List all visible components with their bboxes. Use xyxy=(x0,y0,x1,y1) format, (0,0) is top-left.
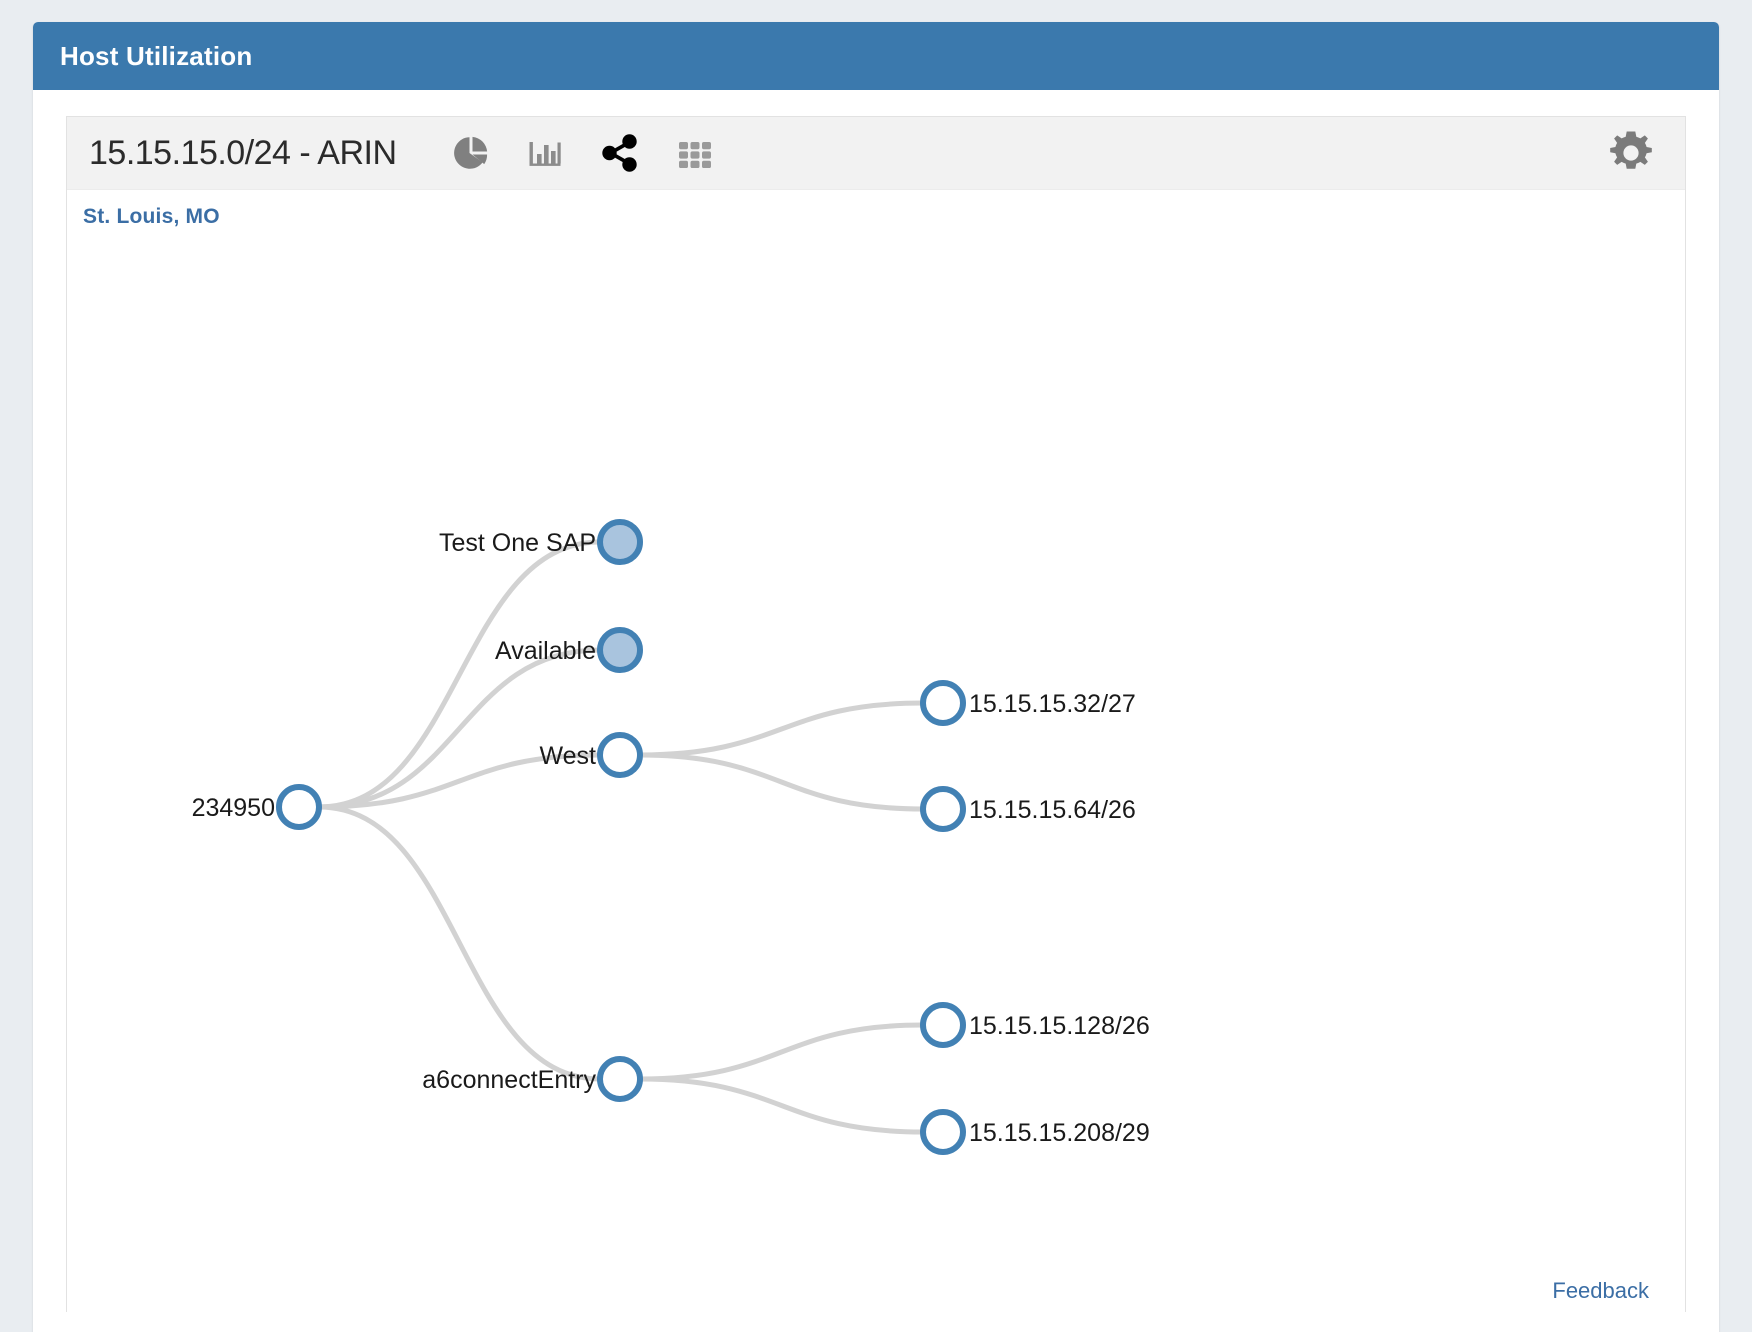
tree-node[interactable]: 15.15.15.128/26 xyxy=(920,1002,1150,1048)
view-mode-toolbar xyxy=(451,132,715,174)
location-link[interactable]: St. Louis, MO xyxy=(83,205,220,228)
tree-node-circle[interactable] xyxy=(276,784,322,830)
page-title: Host Utilization xyxy=(60,40,253,71)
tree-link xyxy=(318,539,601,810)
tree-link xyxy=(318,804,601,1082)
panel-body: 15.15.15.0/24 - ARIN xyxy=(33,90,1719,1332)
tree-node-label: 15.15.15.208/29 xyxy=(969,1119,1150,1147)
tree-node-circle[interactable] xyxy=(597,1056,643,1102)
prefix-card: 15.15.15.0/24 - ARIN xyxy=(66,116,1686,1312)
tree-node-label: Available xyxy=(495,637,596,665)
bar-chart-icon[interactable] xyxy=(525,133,565,173)
tree-node-label: a6connectEntry xyxy=(422,1066,596,1094)
tree-node-circle[interactable] xyxy=(920,1109,966,1155)
grid-icon[interactable] xyxy=(675,133,715,173)
tree-node-circle[interactable] xyxy=(597,519,643,565)
tree-node-label: West xyxy=(540,742,597,770)
host-utilization-panel: Host Utilization 15.15.15.0/24 - ARIN xyxy=(33,22,1719,1332)
tree-node-label: 15.15.15.32/27 xyxy=(969,690,1136,718)
tree-node-circle[interactable] xyxy=(920,680,966,726)
gear-icon[interactable] xyxy=(1605,127,1657,179)
feedback-link[interactable]: Feedback xyxy=(1552,1278,1649,1303)
tree-link xyxy=(639,752,924,812)
tree-links-group xyxy=(318,539,924,1135)
tree-node[interactable]: Available xyxy=(495,627,643,673)
prefix-title: 15.15.15.0/24 - ARIN xyxy=(89,133,397,172)
tree-node-circle[interactable] xyxy=(597,627,643,673)
tree-link xyxy=(639,1076,924,1135)
tree-link xyxy=(318,647,601,810)
tree-node[interactable]: 15.15.15.64/26 xyxy=(920,786,1136,832)
tree-node-circle[interactable] xyxy=(597,732,643,778)
tree-node-label: 234950 xyxy=(192,794,275,822)
tree-node-label: 15.15.15.128/26 xyxy=(969,1012,1150,1040)
tree-link xyxy=(639,700,924,758)
tree-link xyxy=(318,752,601,810)
tree-node[interactable]: 234950 xyxy=(192,784,322,830)
pie-chart-icon[interactable] xyxy=(451,133,491,173)
tree-node-label: 15.15.15.64/26 xyxy=(969,796,1136,824)
tree-node[interactable]: 15.15.15.208/29 xyxy=(920,1109,1150,1155)
tree-node[interactable]: 15.15.15.32/27 xyxy=(920,680,1136,726)
tree-node-circle[interactable] xyxy=(920,786,966,832)
tree-node[interactable]: Test One SAP xyxy=(439,519,643,565)
tree-node[interactable]: a6connectEntry xyxy=(422,1056,643,1102)
tree-node-label: Test One SAP xyxy=(439,529,596,557)
tree-node[interactable]: West xyxy=(540,732,643,778)
share-network-icon[interactable] xyxy=(599,132,641,174)
card-toolbar: 15.15.15.0/24 - ARIN xyxy=(67,117,1685,190)
tree-link xyxy=(639,1022,924,1082)
panel-header: Host Utilization xyxy=(33,22,1719,90)
tree-node-circle[interactable] xyxy=(920,1002,966,1048)
